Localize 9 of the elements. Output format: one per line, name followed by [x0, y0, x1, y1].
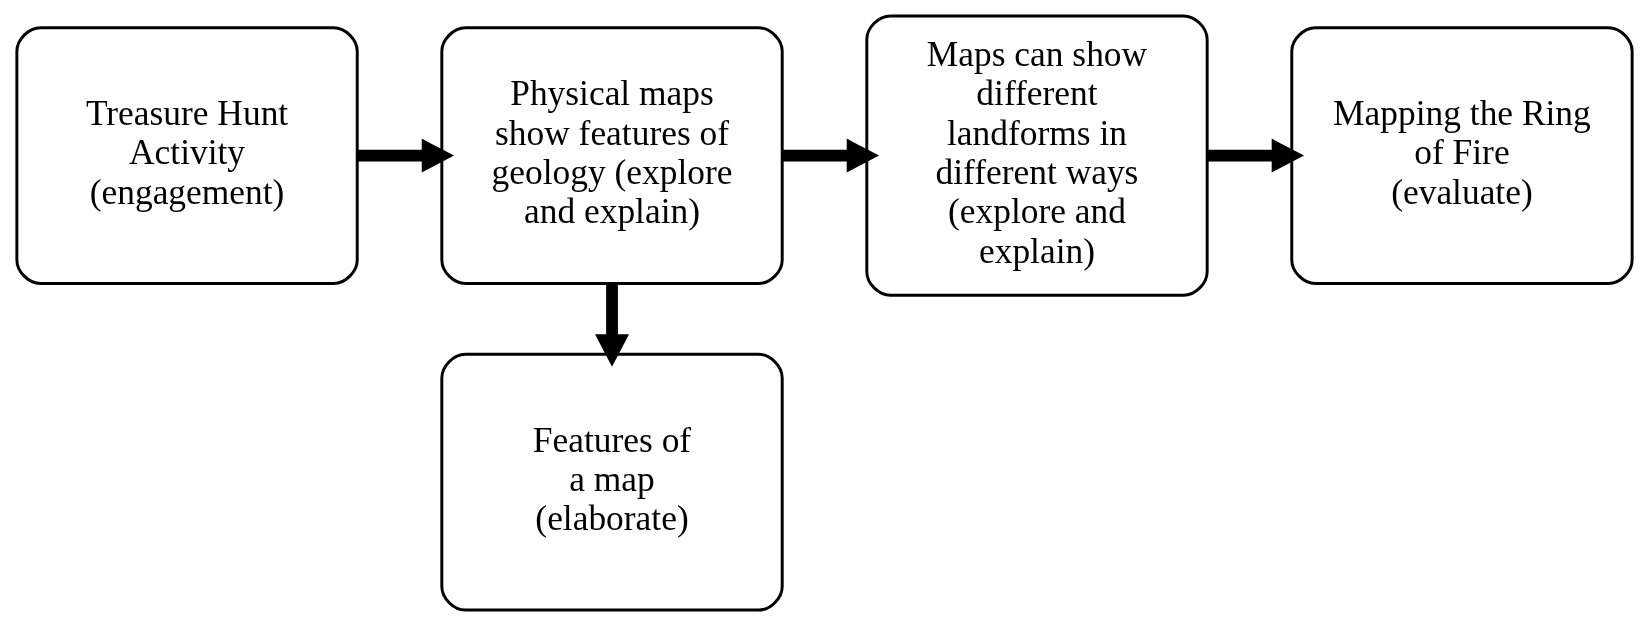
node-box: Features of a map (elaborate) [439, 352, 784, 612]
node-box: Physical maps show features of geology (explore and explain) [439, 26, 784, 285]
arrow [356, 138, 454, 173]
node-box: Maps can show different landforms in different ways (explore and explain) [864, 14, 1209, 297]
arrow [594, 284, 629, 367]
node-box: Treasure Hunt Activity (engagement) [14, 26, 359, 285]
arrow [1206, 138, 1304, 173]
arrow [781, 138, 879, 173]
node-box: Mapping the Ring of Fire (evaluate) [1289, 26, 1634, 285]
